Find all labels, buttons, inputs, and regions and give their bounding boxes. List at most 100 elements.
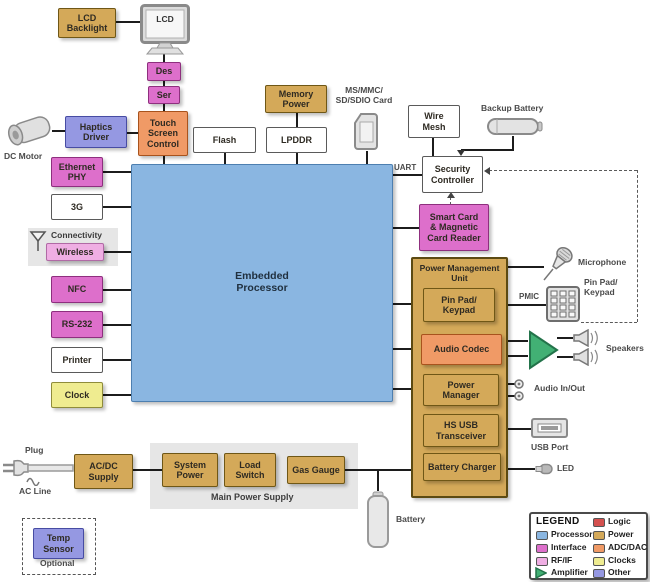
connector-line bbox=[508, 395, 516, 397]
amplifier-icon bbox=[529, 330, 559, 370]
usb-port-label: USB Port bbox=[531, 442, 569, 452]
optional-label: Optional bbox=[40, 558, 75, 568]
connector-line bbox=[508, 428, 531, 430]
connector-line bbox=[393, 388, 423, 390]
lcd-screen-label: LCD bbox=[156, 14, 174, 24]
node-temp-sensor: Temp Sensor bbox=[33, 528, 84, 559]
connector-line bbox=[512, 136, 514, 150]
node-battery-charger: Battery Charger bbox=[423, 453, 501, 481]
connector-line bbox=[163, 156, 165, 164]
led-label: LED bbox=[557, 463, 574, 473]
node-wireless: Wireless bbox=[46, 243, 104, 261]
arrow-down bbox=[457, 150, 465, 156]
connector-line bbox=[502, 340, 528, 342]
pmic-label: PMIC bbox=[519, 292, 539, 301]
connector-line bbox=[163, 104, 165, 111]
legend-swatch-amplifier bbox=[535, 567, 547, 579]
led-icon bbox=[535, 463, 553, 475]
lcd-monitor-icon bbox=[140, 4, 190, 55]
connector-line bbox=[103, 206, 131, 208]
usb-port-icon bbox=[531, 418, 568, 438]
node-3g: 3G bbox=[51, 194, 103, 220]
legend-swatch-processor bbox=[536, 531, 548, 540]
connector-line bbox=[393, 303, 423, 305]
node-security-controller: Security Controller bbox=[422, 156, 483, 193]
connector-dashed bbox=[489, 170, 637, 171]
node-clock: Clock bbox=[51, 382, 103, 408]
node-smart-card-reader: Smart Card & Magnetic Card Reader bbox=[419, 204, 489, 251]
dc-motor-label: DC Motor bbox=[4, 151, 43, 161]
ms-card-label: MS/MMC/ SD/SDIO Card bbox=[335, 85, 393, 105]
legend-swatch-rfif bbox=[536, 557, 548, 566]
legend-label: Other bbox=[608, 567, 631, 577]
legend-label: Amplifier bbox=[551, 567, 588, 577]
connector-line bbox=[103, 394, 131, 396]
connector-line bbox=[133, 469, 162, 471]
main-power-supply-label: Main Power Supply bbox=[211, 492, 294, 502]
audio-jack-icon bbox=[514, 379, 524, 389]
connector-line bbox=[557, 356, 573, 358]
connector-line bbox=[103, 171, 131, 173]
pin-pad-ext-label: Pin Pad/ Keypad bbox=[584, 277, 618, 297]
connector-dashed bbox=[637, 170, 638, 322]
legend-swatch-power bbox=[593, 531, 605, 540]
connector-line bbox=[52, 130, 65, 132]
dc-motor-icon bbox=[7, 116, 51, 146]
connector-line bbox=[104, 251, 131, 253]
node-memory-power: Memory Power bbox=[265, 85, 327, 113]
connector-line bbox=[508, 304, 546, 306]
node-lpddr: LPDDR bbox=[266, 127, 327, 153]
connector-line bbox=[508, 383, 516, 385]
connector-line bbox=[116, 21, 140, 23]
legend-swatch-adcdac bbox=[593, 544, 605, 553]
legend-title: LEGEND bbox=[536, 516, 580, 527]
audio-in-out-label: Audio In/Out bbox=[534, 383, 585, 393]
connector-line bbox=[103, 359, 131, 361]
node-ser: Ser bbox=[148, 86, 180, 104]
plug-label: Plug bbox=[25, 445, 44, 455]
connector-line bbox=[461, 149, 514, 151]
legend-swatch-logic bbox=[593, 518, 605, 527]
arrow-up bbox=[447, 192, 455, 198]
connector-line bbox=[163, 81, 165, 86]
node-embedded-processor: Embedded Processor bbox=[131, 164, 393, 402]
sd-card-icon bbox=[354, 113, 378, 150]
connector-line bbox=[508, 468, 535, 470]
node-system-power: System Power bbox=[162, 453, 218, 487]
connectivity-label: Connectivity bbox=[51, 230, 103, 240]
legend-label: RF/IF bbox=[551, 555, 573, 565]
node-ethernet-phy: Ethernet PHY bbox=[51, 157, 103, 187]
connector-line bbox=[557, 337, 573, 339]
legend-swatch-other bbox=[593, 569, 605, 578]
speakers-label: Speakers bbox=[606, 343, 644, 353]
connector-line bbox=[127, 132, 138, 134]
legend-label: Power bbox=[608, 529, 634, 539]
connector-line bbox=[296, 113, 298, 127]
connector-line bbox=[393, 227, 419, 229]
connector-line bbox=[502, 355, 528, 357]
microphone-label: Microphone bbox=[578, 257, 627, 267]
connector-line bbox=[366, 151, 368, 164]
legend-label: Processor bbox=[551, 529, 593, 539]
speaker-icon bbox=[573, 329, 598, 347]
pmu-title: Power Management Unit bbox=[419, 263, 500, 283]
node-touch-screen-control: Touch Screen Control bbox=[138, 111, 188, 156]
connector-line bbox=[103, 289, 131, 291]
connector-line bbox=[393, 348, 421, 350]
antenna-icon bbox=[29, 231, 47, 251]
plug-icon bbox=[3, 459, 74, 477]
legend-label: Clocks bbox=[608, 555, 636, 565]
legend-label: ADC/DAC bbox=[608, 542, 648, 552]
optional-group bbox=[22, 518, 96, 575]
connector-line bbox=[103, 324, 131, 326]
node-load-switch: Load Switch bbox=[224, 453, 276, 487]
node-rs232: RS-232 bbox=[51, 311, 103, 338]
connector-line bbox=[377, 469, 379, 491]
connector-line bbox=[345, 469, 423, 471]
node-flash: Flash bbox=[193, 127, 256, 153]
connector-line bbox=[508, 266, 544, 268]
node-lcd-backlight: LCD Backlight bbox=[58, 8, 116, 38]
node-audio-codec: Audio Codec bbox=[421, 334, 502, 365]
battery-icon bbox=[367, 491, 389, 548]
